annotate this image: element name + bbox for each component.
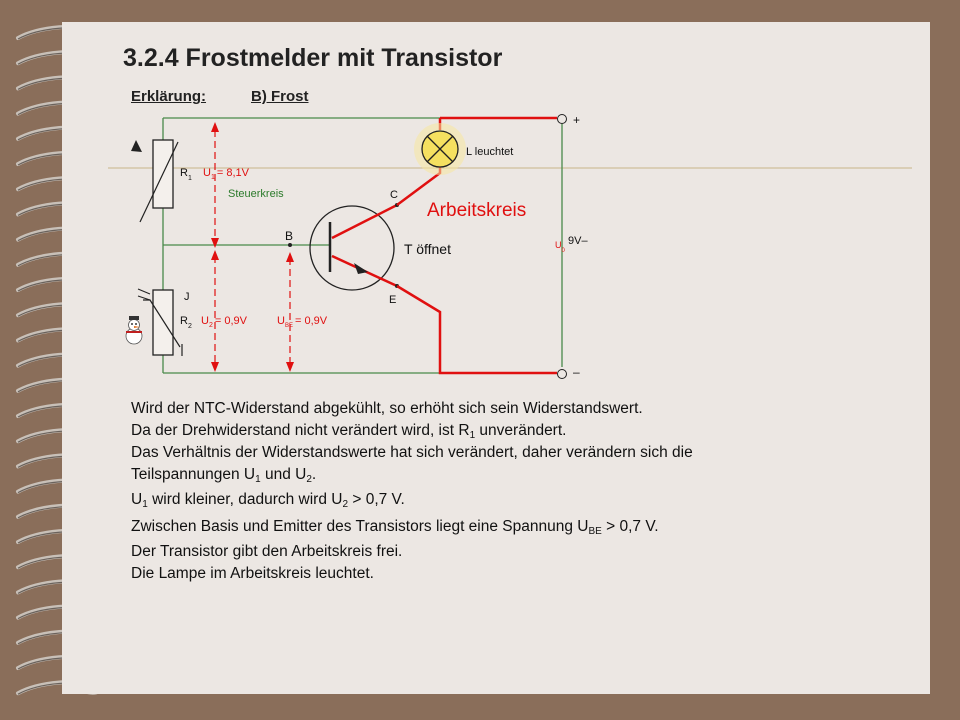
- snowman-icon: [125, 316, 143, 345]
- plus-terminal: [557, 114, 567, 124]
- explanation-text: Wird der NTC-Widerstand abgekühlt, so er…: [131, 398, 831, 585]
- u2-label: U2= 0,9V: [201, 315, 248, 329]
- voltage-arrows: [214, 130, 291, 366]
- u1-label: U1= 8,1V: [203, 167, 250, 181]
- r2-ntc-resistor: [137, 288, 181, 356]
- voltage-arrow-heads: [211, 122, 294, 372]
- minus-terminal: [557, 369, 567, 379]
- lamp-state-label: L leuchtet: [466, 146, 513, 158]
- transistor-state-label: T öffnet: [404, 241, 451, 257]
- base-label: B: [285, 229, 293, 243]
- arbeitskreis-label: Arbeitskreis: [427, 200, 526, 221]
- text-line: Das Verhältnis der Widerstandswerte hat …: [131, 444, 693, 461]
- supply-u-label: U0: [555, 240, 566, 254]
- steuerkreis-label: Steuerkreis: [228, 188, 284, 200]
- lamp-icon: [414, 123, 466, 175]
- text-line: Wird der NTC-Widerstand abgekühlt, so er…: [131, 400, 643, 417]
- explanation-label: Erklärung:: [131, 88, 207, 105]
- text-line: Die Lampe im Arbeitskreis leuchtet.: [131, 565, 374, 582]
- ube-label: UBE= 0,9V: [277, 315, 328, 329]
- slide-page: [62, 22, 930, 694]
- collector-label: C: [390, 189, 398, 201]
- text-line: Der Transistor gibt den Arbeitskreis fre…: [131, 543, 403, 560]
- text-line: Da der Drehwiderstand nicht verändert wi…: [131, 422, 567, 441]
- emitter-label: E: [389, 294, 396, 306]
- control-circuit-wires: [162, 117, 441, 374]
- r2-label: R2: [180, 315, 192, 330]
- minus-label: –: [573, 365, 580, 379]
- ntc-symbol-label: J: [184, 291, 190, 303]
- text-line: U1 wird kleiner, dadurch wird U2 > 0,7 V…: [131, 491, 405, 510]
- r1-label: R1: [180, 167, 192, 182]
- supply-voltage-label: 9V–: [568, 235, 588, 247]
- text-line: Teilspannungen U1 und U2.: [131, 466, 317, 485]
- base-node: [288, 243, 292, 247]
- text-line: Zwischen Basis und Emitter des Transisto…: [131, 518, 659, 537]
- r1-variable-resistor: [131, 139, 179, 223]
- plus-label: +: [573, 113, 580, 127]
- slide-title: 3.2.4 Frostmelder mit Transistor: [123, 44, 503, 72]
- case-frost-label: B) Frost: [251, 88, 309, 105]
- npn-transistor: [309, 203, 398, 291]
